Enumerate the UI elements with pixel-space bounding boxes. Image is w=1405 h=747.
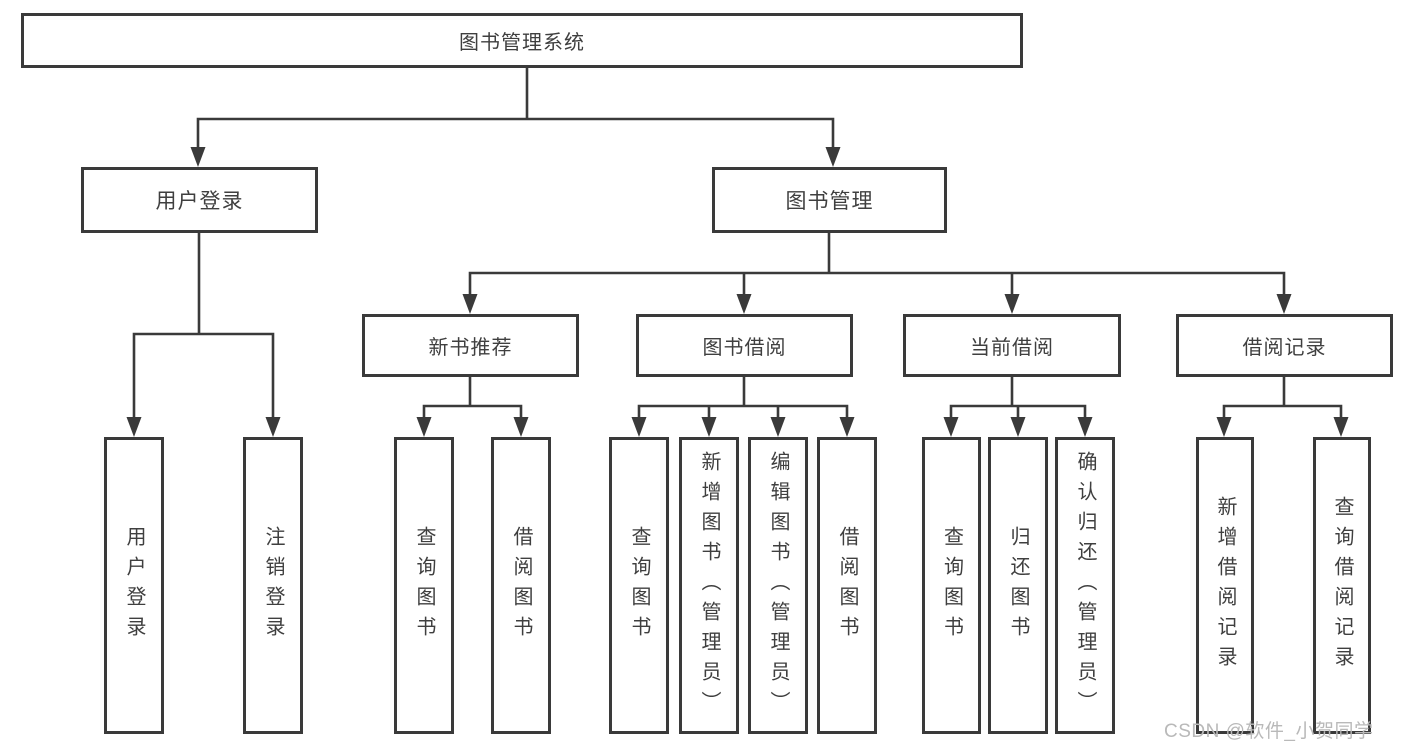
node-borrowing-records: 借阅记录 [1176,314,1393,377]
leaf-add-borrow-record-label: 新增借阅记录 [1214,495,1236,676]
leaf-query-books-current: 查询图书 [922,437,981,734]
connector-newbook-split [422,375,523,423]
arrowheads [126,147,1349,437]
leaf-borrow-books-newbook: 借阅图书 [491,437,551,734]
csdn-watermark: CSDN @软件_小贺同学 [1164,721,1374,742]
leaf-borrow-books-borrowing-label: 借阅图书 [836,525,858,646]
leaf-edit-books-admin: 编辑图书（管理员） [748,437,808,734]
leaf-add-books-admin: 新增图书（管理员） [679,437,739,734]
leaf-borrow-books-borrowing: 借阅图书 [817,437,877,734]
leaf-return-books: 归还图书 [988,437,1048,734]
leaf-query-books-newbook-label: 查询图书 [413,525,435,646]
connector-bookmgmt-split [468,231,1286,299]
leaf-edit-books-admin-label: 编辑图书（管理员） [767,450,789,721]
leaf-borrow-books-newbook-label: 借阅图书 [510,525,532,646]
leaf-query-books-current-label: 查询图书 [940,525,963,646]
leaf-add-books-admin-label: 新增图书（管理员） [698,450,720,721]
node-current-borrowing: 当前借阅 [903,314,1121,377]
node-new-book-recommend: 新书推荐 [362,314,579,377]
node-book-borrowing: 图书借阅 [636,314,853,377]
leaf-add-borrow-record: 新增借阅记录 [1196,437,1254,734]
leaf-query-borrow-record: 查询借阅记录 [1313,437,1371,734]
leaf-confirm-return-admin-label: 确认归还（管理员） [1074,450,1096,721]
connector-borrowrecord-split [1222,375,1343,423]
connector-currentborrow-split [949,375,1087,423]
leaf-logout-label: 注销登录 [262,525,284,646]
leaf-logout: 注销登录 [243,437,303,734]
leaf-user-login-label: 用户登录 [123,525,145,646]
leaf-query-books-newbook: 查询图书 [394,437,454,734]
leaf-query-books-borrowing: 查询图书 [609,437,669,734]
leaf-query-borrow-record-label: 查询借阅记录 [1331,495,1353,676]
connector-bookborrow-split [637,375,849,423]
leaf-confirm-return-admin: 确认归还（管理员） [1055,437,1115,734]
node-user-login: 用户登录 [81,167,318,233]
node-root-system: 图书管理系统 [21,13,1023,68]
leaf-return-books-label: 归还图书 [1007,525,1029,646]
node-book-management: 图书管理 [712,167,947,233]
connector-root-split [196,66,835,152]
leaf-query-books-borrowing-label: 查询图书 [628,525,650,646]
leaf-user-login: 用户登录 [104,437,164,734]
connector-userlogin-split [132,231,275,422]
